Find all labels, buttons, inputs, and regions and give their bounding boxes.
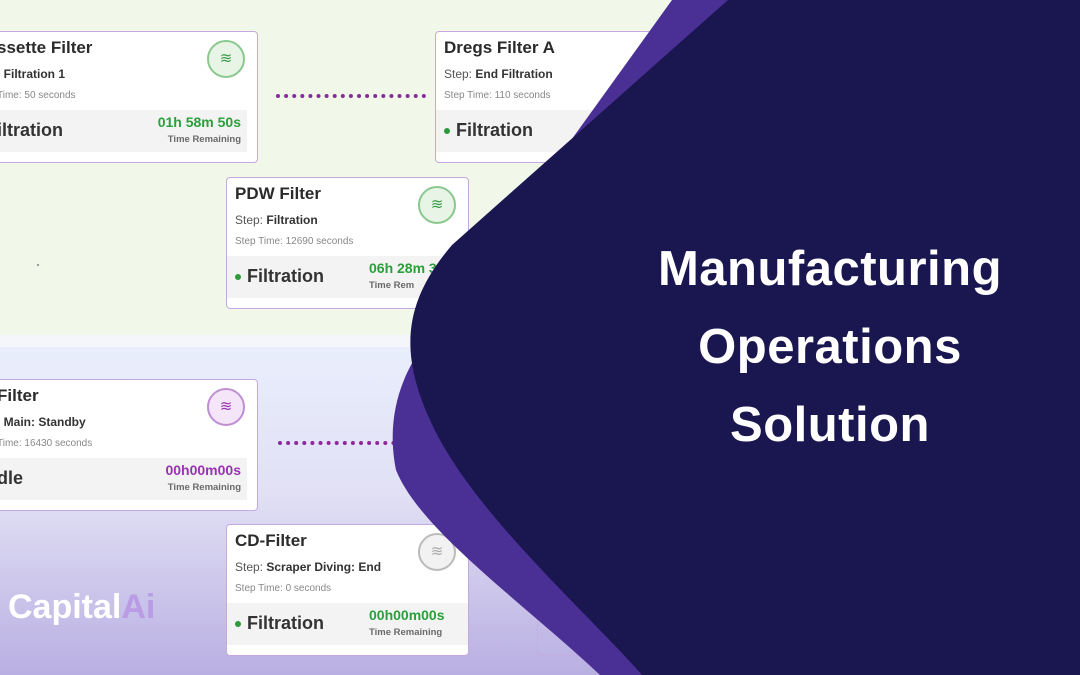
- card-timer: 06h 28m 3: [369, 260, 437, 276]
- status-dot-icon: [235, 274, 241, 281]
- logo-word: Capital: [8, 588, 122, 626]
- card-step-time: Step Time: 0 seconds: [235, 583, 332, 594]
- card-status-bar: iltration 01h 58m 50s Time Remaining: [0, 110, 247, 152]
- card-title: Filter: [0, 386, 39, 405]
- card-title: ssette Filter: [0, 38, 93, 57]
- card-timer-label: Time Rem: [369, 280, 415, 291]
- status-dot-icon: [444, 128, 450, 135]
- connector-line: [276, 94, 426, 98]
- card-status-bar: Filtration 00h00m00s Time Remaining: [227, 603, 468, 645]
- headline-line: Operations: [698, 320, 962, 374]
- card-step: Step: End Filtration: [444, 67, 553, 81]
- card-timer-label: Time Remaining: [167, 134, 241, 145]
- wave-icon: ≋: [207, 388, 245, 426]
- card-status: Filtration: [235, 613, 324, 634]
- card-timer-label: Time Remaining: [369, 627, 443, 638]
- status-dot-icon: [235, 621, 241, 628]
- card-title: Dregs Filter A: [444, 38, 555, 57]
- card-step-time: Time: 16430 seconds: [0, 438, 93, 449]
- filter-card[interactable]: PDW Filter ≋ Step: Filtration Step Time:…: [226, 177, 469, 309]
- card-step: : Main: Standby: [0, 415, 86, 429]
- logo-accent: Ai: [121, 588, 156, 626]
- headline: Manufacturing Operations Solution: [620, 230, 1040, 464]
- card-status-bar: dle 00h00m00s Time Remaining: [0, 458, 247, 500]
- card-timer: 01h 58m 50s: [157, 114, 241, 130]
- wave-icon: ≋: [418, 186, 456, 224]
- card-status: Filtration: [235, 266, 324, 287]
- card-status: Filtration: [444, 120, 533, 141]
- navy-panel-shape: [410, 0, 1080, 675]
- card-step: Step: Scraper Diving: End: [235, 560, 382, 574]
- headline-line: Solution: [730, 398, 930, 452]
- card-status: dle: [0, 468, 24, 488]
- card-timer: 00h00m00s: [369, 607, 445, 623]
- headline-line: Manufacturing: [657, 242, 1003, 296]
- card-status: iltration: [0, 120, 63, 140]
- filter-card[interactable]: Filter ≋ : Main: Standby Time: 16430 sec…: [0, 379, 258, 511]
- wave-icon: ≋: [207, 40, 245, 78]
- card-timer: 00h00m00s: [165, 462, 241, 478]
- card-step: Step: Filtration: [235, 213, 318, 227]
- card-title: PDW Filter: [235, 184, 321, 203]
- filter-card[interactable]: CD-Filter ≋ Step: Scraper Diving: End St…: [226, 524, 469, 656]
- card-title: CD-Filter: [235, 531, 307, 550]
- card-step: . Filtration 1: [0, 67, 66, 81]
- card-step-time: Step Time: 110 seconds: [444, 90, 551, 101]
- filter-card[interactable]: ssette Filter ≋ . Filtration 1 Time: 50 …: [0, 31, 258, 163]
- connector-line: [278, 441, 428, 445]
- card-step-time: Time: 50 seconds: [0, 90, 76, 101]
- card-timer-label: Time Remaining: [167, 482, 241, 493]
- stray-dot: [37, 264, 39, 266]
- capitalai-logo: CapitalAi: [8, 588, 155, 627]
- card-step-time: Step Time: 12690 seconds: [235, 236, 354, 247]
